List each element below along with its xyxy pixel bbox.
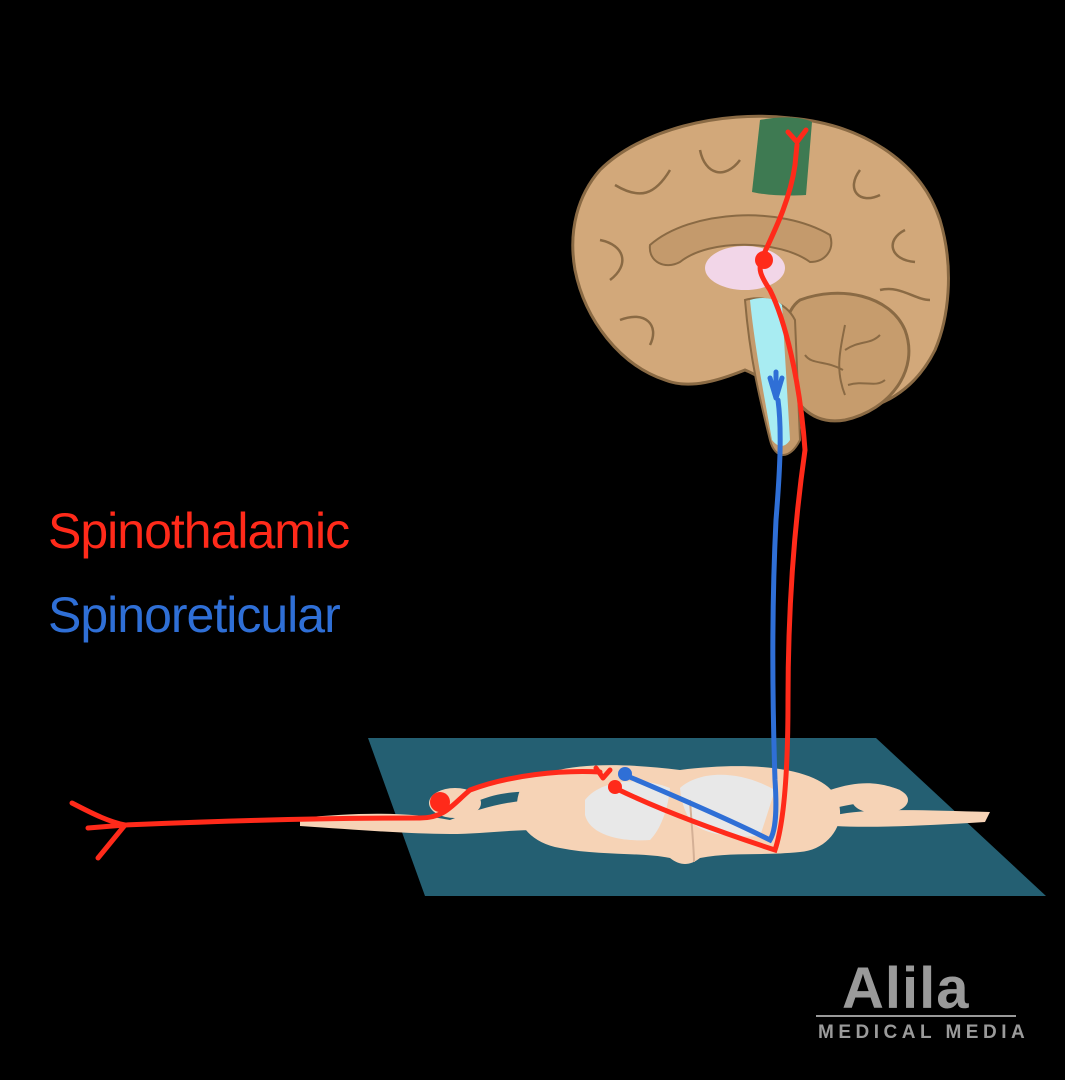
thalamus [705,246,785,290]
synapse-icon [608,780,622,794]
somatosensory-cortex [752,117,812,196]
legend-spinothalamic-label: Spinothalamic [48,503,350,559]
corpus-callosum [648,214,833,267]
logo-wordmark: Alila [842,956,970,1021]
synapse-icon [430,792,450,812]
spinoreticular-pathway [622,369,785,844]
legend-spinoreticular-label: Spinoreticular [48,587,341,643]
synapse-icon [755,251,773,269]
spinothalamic-pathway [69,127,809,861]
logo-divider [816,1015,1016,1017]
logo-subtitle: MEDICAL MEDIA [818,1022,1030,1043]
grey-matter-left [585,781,670,841]
synapse-icon [618,767,632,781]
grey-matter-right [680,774,775,837]
